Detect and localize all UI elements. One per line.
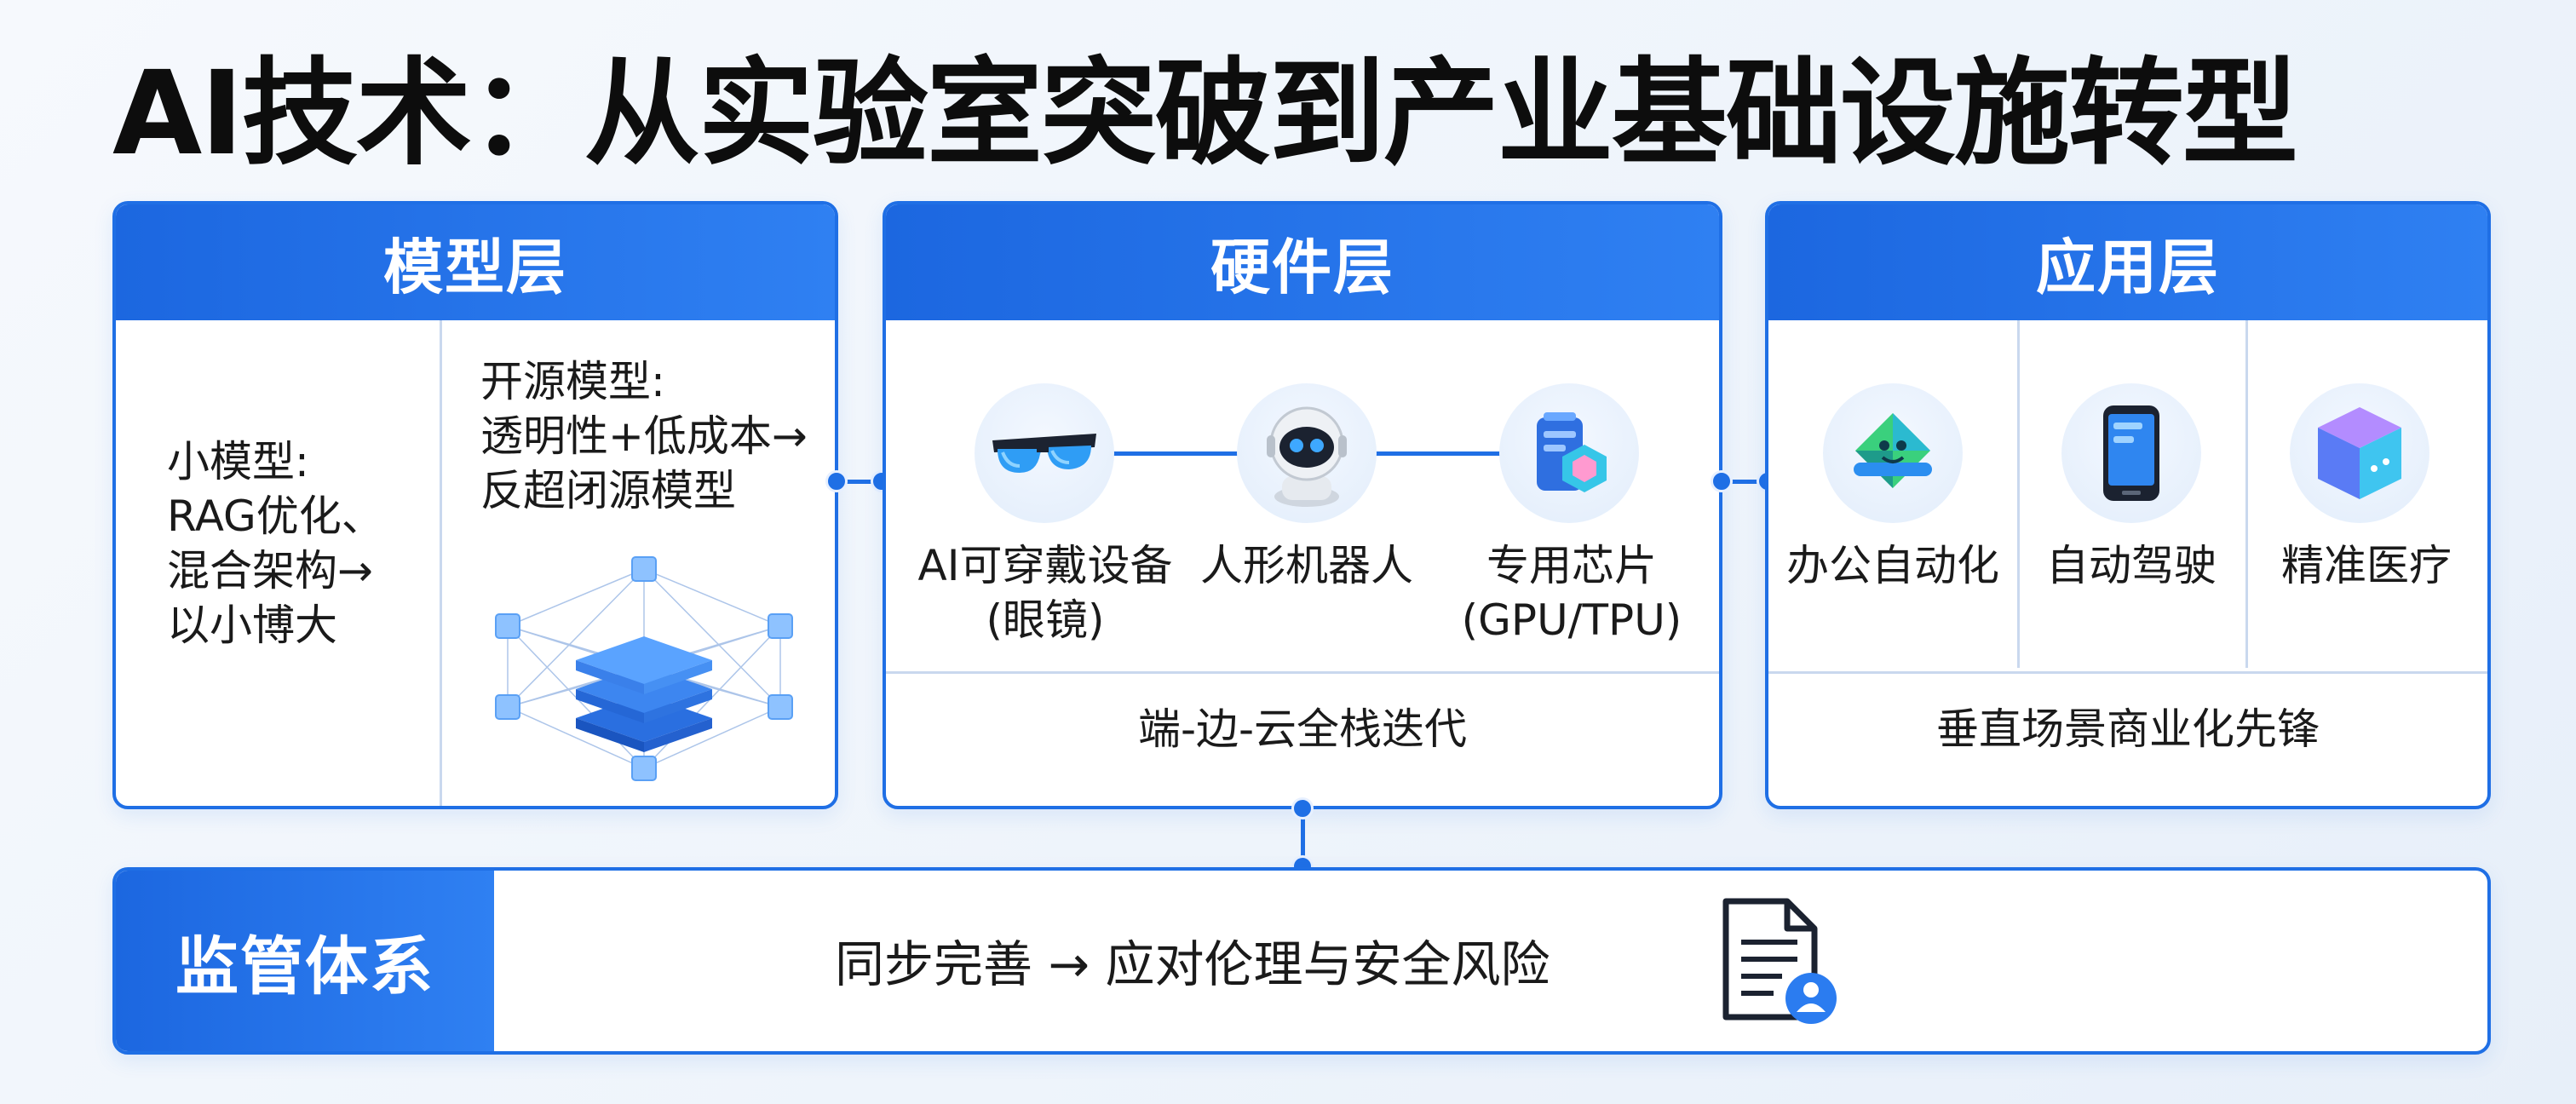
hardware-item-glasses [975, 383, 1114, 523]
regulation-text: 同步完善 → 应对伦理与安全风险 [835, 935, 1550, 993]
application-layer-header: 应用层 [1768, 204, 2487, 320]
hardware-footer: 端-边-云全栈迭代 [1137, 704, 1468, 754]
medical-cube-icon [2318, 407, 2401, 499]
model-layer-header: 模型层 [116, 204, 835, 320]
office-automation-icon [1854, 413, 1932, 488]
open-source-line: 开源模型: [480, 357, 665, 406]
regulation-header: 监管体系 [116, 871, 494, 1051]
application-layer-panel: 应用层 办公自动化 自动驾驶 精 [1765, 201, 2491, 809]
open-source-line: 透明性+低成本→ [480, 411, 808, 461]
hardware-layer-header: 硬件层 [886, 204, 1719, 320]
smartphone-icon [2103, 405, 2159, 501]
connector-hardware-regulation [1301, 809, 1305, 867]
hardware-label-line: 专用芯片 [1486, 541, 1657, 590]
page-title: AI技术：从实验室突破到产业基础设施转型 [112, 47, 2298, 181]
small-model-line: 小模型: [167, 437, 309, 486]
application-label-medical: 精准医疗 [2281, 541, 2452, 590]
open-source-line: 反超闭源模型 [480, 466, 736, 515]
application-footer-divider [1768, 671, 2487, 674]
hardware-item-chip [1499, 383, 1639, 523]
chip-icon [1537, 412, 1607, 492]
hardware-item-robot [1237, 383, 1377, 523]
small-model-text: 小模型: RAG优化、 混合架构→ 以小博大 [167, 434, 384, 653]
connector-hardware-application [1722, 480, 1768, 484]
model-layer-panel: 模型层 小模型: RAG优化、 混合架构→ 以小博大 开源模型: 透明性+低成本… [112, 201, 838, 809]
hardware-layer-panel: 硬件层 [883, 201, 1722, 809]
document-user-icon [1722, 898, 1837, 1024]
open-source-model-text: 开源模型: 透明性+低成本→ 反超闭源模型 [480, 354, 808, 518]
neural-network-cube-icon [495, 556, 793, 781]
hardware-label-line: AI可穿戴设备 [917, 541, 1173, 590]
connector-model-hardware [838, 480, 884, 484]
humanoid-robot-icon [1267, 406, 1347, 507]
application-divider [2245, 320, 2248, 668]
hardware-label-robot: 人形机器人 [1179, 538, 1435, 593]
hardware-footer-divider [886, 671, 1719, 674]
application-label-office: 办公自动化 [1786, 541, 1999, 590]
model-layer-divider [440, 320, 442, 806]
hardware-label-glasses: AI可穿戴设备 (眼镜) [886, 538, 1205, 647]
small-model-line: RAG优化、 [167, 492, 384, 541]
smart-glasses-icon [992, 434, 1096, 473]
hardware-label-line: (GPU/TPU) [1461, 595, 1682, 645]
application-item-office [1823, 383, 1963, 523]
connector-dot [1711, 470, 1733, 492]
hardware-label-line: 人形机器人 [1200, 541, 1413, 590]
connector-dot [825, 470, 848, 492]
connector-dot [1291, 797, 1314, 819]
hardware-label-line: (眼镜) [986, 595, 1105, 645]
regulation-panel: 监管体系 同步完善 → 应对伦理与安全风险 [112, 867, 2491, 1055]
small-model-line: 以小博大 [167, 601, 337, 650]
application-divider [2017, 320, 2020, 668]
hardware-label-chip: 专用芯片 (GPU/TPU) [1431, 538, 1712, 647]
application-item-driving [2061, 383, 2201, 523]
application-item-medical [2290, 383, 2429, 523]
application-footer: 垂直场景商业化先锋 [1936, 704, 2320, 754]
application-label-driving: 自动驾驶 [2046, 541, 2217, 590]
small-model-line: 混合架构→ [167, 546, 373, 595]
